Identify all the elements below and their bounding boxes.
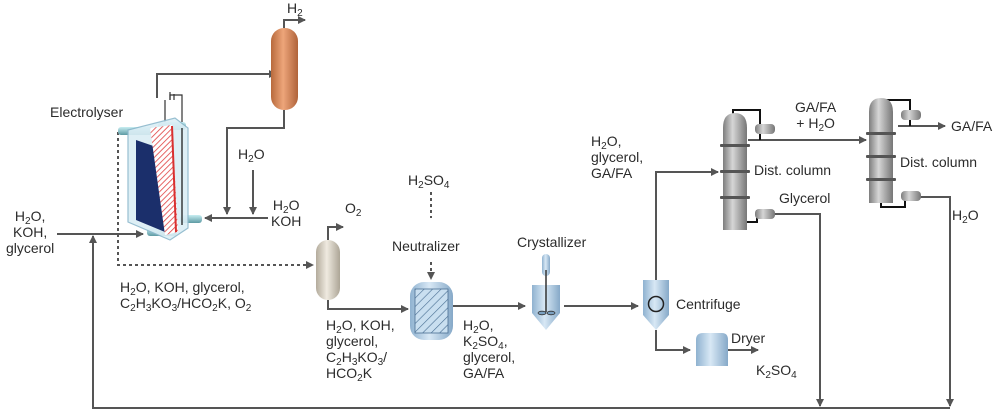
glycerol-recycle-line [775,213,824,407]
distillation-column-2-icon [866,98,921,208]
o2-out-line [327,223,344,240]
water-product-label: H2O [952,207,979,226]
solid-product-label: K2SO4 [756,362,797,381]
dist-column-2-label: Dist. column [900,154,978,170]
electrolyser-icon [118,92,202,241]
centrifuge-icon [643,280,669,330]
water-recycle-line [917,196,954,407]
ga-fa-product-label: GA/FA [951,118,993,134]
neutralizer-icon [410,282,453,340]
electrolyser-outlet-label: H2O, KOH, glycerol,C2H3KO3/HCO2K, O2 [120,279,252,314]
crystallizer-icon [532,254,560,330]
o2-product-label: O2 [345,200,362,219]
dryer-label: Dryer [731,330,766,346]
h2-product-label: H2 [287,0,303,19]
glycerol-label: Glycerol [779,190,831,206]
acid-feed-label: H2SO4 [408,172,450,191]
centrifuge-to-dryer-line [655,330,691,354]
water-makeup-label: H2O [238,146,265,165]
distillation-column-1-icon [720,109,775,230]
crystallizer-label: Crystallizer [517,234,587,250]
o2-separator-icon [316,240,340,300]
feed-stream-label: H2O,KOH,glycerol [6,208,55,256]
dryer-icon [696,333,728,366]
h2-separator-icon [271,28,298,110]
h2-separator-return-line [223,110,285,215]
centrifuge-liquid-label: H2O,glycerol,GA/FA [591,133,644,181]
recycle-line [89,235,950,409]
electrolyser-label: Electrolyser [50,104,124,120]
centrifuge-label: Centrifuge [676,296,741,312]
neutralizer-outlet-label: H2O,K2SO4,glycerol,GA/FA [463,317,516,381]
column1-top-label: GA/FA+ H2O [795,99,837,134]
separator-to-neutralizer-line [327,300,409,313]
neutralizer-label: Neutralizer [392,238,460,254]
centrifuge-to-column-line [655,168,719,285]
h2-stream-line [156,70,277,98]
h2-out-line [283,16,306,28]
separator-liquid-label: H2O, KOH,glycerol,C2H3KO3/HCO2K [326,317,395,384]
dist-column-1-label: Dist. column [754,162,832,178]
electrolyser-outlet-dashed-line [117,132,314,269]
